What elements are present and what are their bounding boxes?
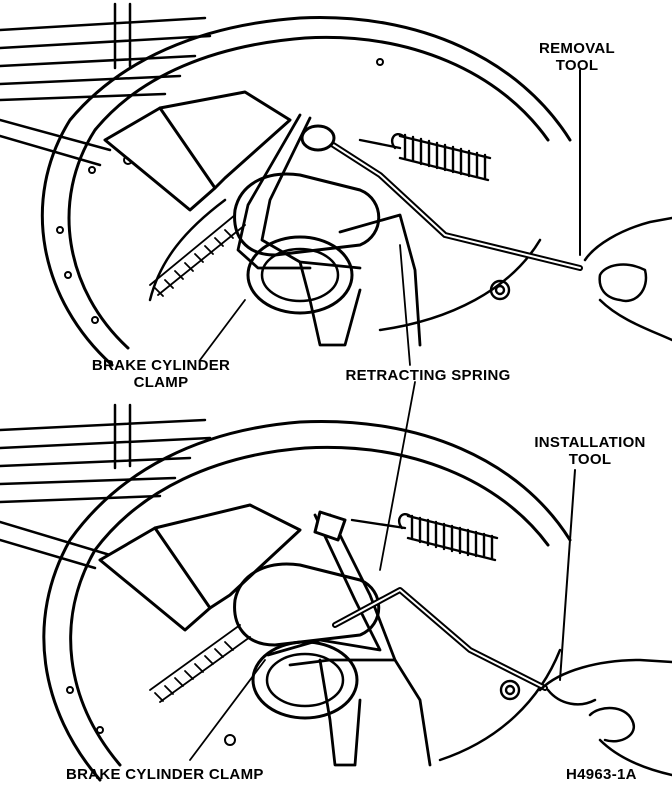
top-brake-cylinder-clamp-label: BRAKE CYLINDER CLAMP [76, 357, 246, 391]
top-retracting-spring [358, 133, 511, 301]
removal-tool-label-line1: REMOVAL [539, 40, 615, 57]
bottom-brake-cylinder-clamp-label-text: BRAKE CYLINDER CLAMP [66, 766, 264, 783]
bottom-leaders [189, 381, 416, 761]
top-brake-cylinder-clamp-label-line2: CLAMP [133, 374, 189, 391]
installation-tool-label-line2: TOOL [568, 451, 612, 468]
top-panel-drawing [0, 2, 672, 367]
bottom-backing-plate [42, 419, 572, 782]
top-wheel-cylinder [233, 172, 381, 315]
removal-tool-label: REMOVAL TOOL [528, 40, 626, 74]
bottom-panel-drawing [0, 381, 672, 782]
top-rivets [56, 58, 384, 324]
bottom-hand [538, 658, 672, 777]
top-leaders [199, 244, 411, 366]
bottom-adjuster [149, 624, 251, 703]
bottom-leaf-spring [0, 403, 212, 570]
figure-id-label: H4963-1A [566, 766, 662, 783]
bottom-cylinder-clamp [266, 513, 432, 767]
top-removal-tool [300, 69, 583, 271]
bottom-brake-cylinder-clamp-label: BRAKE CYLINDER CLAMP [66, 766, 306, 783]
retracting-spring-label: RETRACTING SPRING [326, 367, 530, 384]
retracting-spring-label-text: RETRACTING SPRING [345, 367, 511, 384]
removal-tool-label-line2: TOOL [555, 57, 599, 74]
figure-id-text: H4963-1A [566, 766, 637, 783]
bottom-wheel-cylinder [233, 562, 381, 720]
bottom-installation-tool [313, 469, 576, 691]
installation-tool-label-line1: INSTALLATION [534, 434, 646, 451]
top-leaf-spring [0, 2, 212, 167]
bottom-brake-shoe [98, 503, 302, 632]
bottom-retracting-spring [350, 513, 521, 701]
installation-tool-label: INSTALLATION TOOL [520, 434, 660, 468]
top-cylinder-clamp [236, 113, 422, 347]
top-brake-cylinder-clamp-label-line1: BRAKE CYLINDER [91, 357, 231, 374]
top-adjuster [149, 214, 246, 297]
top-hand [583, 216, 672, 342]
top-brake-shoe [103, 90, 292, 302]
